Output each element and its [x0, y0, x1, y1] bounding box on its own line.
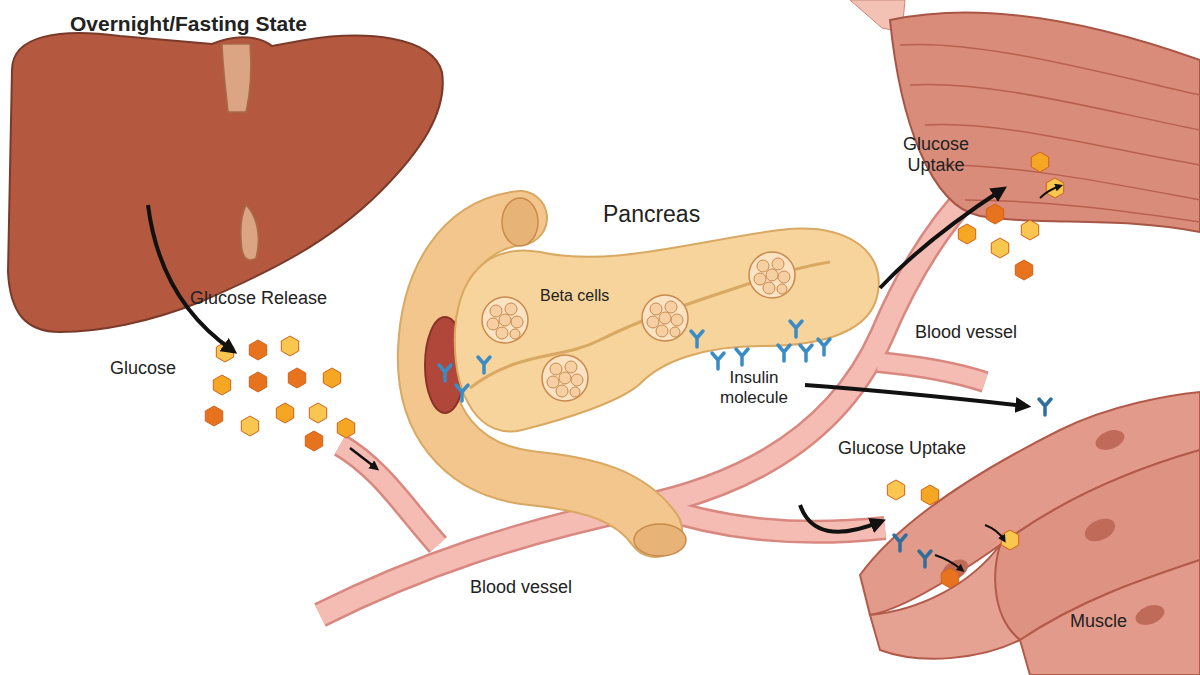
diagram-title: Overnight/Fasting State [70, 12, 307, 37]
blood-vessel-part [340, 445, 438, 545]
insulin-molecules-part [818, 339, 830, 355]
process-label: Glucose Release [190, 288, 327, 309]
pancreas-illustration-part [542, 355, 588, 401]
glucose-molecules-part [288, 368, 305, 388]
liver [8, 33, 443, 332]
pancreas-illustration-part [502, 198, 538, 246]
skeletal-muscle-part [900, 44, 1200, 222]
molecule-label: Insulin molecule [706, 368, 802, 408]
pancreas-illustration-part [642, 295, 688, 341]
glucose-molecules-part [1021, 220, 1038, 240]
blood-vessel-part [650, 505, 885, 532]
flow-arrows-part [1040, 186, 1060, 198]
molecule-label: Glucose [110, 358, 176, 379]
muscle-cells-part [1081, 514, 1118, 546]
pancreas-illustration-part [482, 297, 528, 343]
insulin-molecules [439, 321, 1051, 567]
pancreas-illustration-part [749, 252, 795, 298]
insulin-molecules-part [790, 321, 802, 337]
blood-vessel-part [320, 188, 975, 615]
muscle-cells-part [1133, 601, 1167, 628]
flow-arrows-part [935, 555, 962, 570]
glucose-molecules [205, 152, 1063, 588]
insulin-molecules-part [1039, 399, 1051, 415]
blood-vessel-part [878, 362, 985, 382]
pancreas-organ: PancreasBeta cells [410, 195, 880, 505]
insulin-molecules-part [894, 535, 906, 551]
flow-arrows-part [985, 525, 1004, 540]
glucose-molecules-part [249, 340, 266, 360]
glucose-molecules-part [241, 416, 258, 436]
glucose-molecules-part [305, 431, 322, 451]
glucose-molecules-part [887, 480, 904, 500]
glucose-molecules-part [337, 418, 354, 438]
edge-label: Glucose Uptake [838, 438, 966, 459]
glucose-molecules-part [213, 375, 230, 395]
blood-vessel-part [650, 505, 885, 532]
insulin-molecules-part [919, 551, 931, 567]
skeletal-muscle-part [890, 13, 1200, 232]
flow-arrows-part [148, 205, 232, 350]
flow-arrow [880, 190, 1002, 288]
glucose-molecules-part [323, 368, 340, 388]
liver-part [8, 33, 443, 332]
insulin-molecules-part [456, 385, 468, 401]
muscle-cells: Muscle [880, 395, 1200, 665]
insulin-molecules-part [439, 365, 451, 381]
glucose-molecules-part [309, 403, 326, 423]
blood-vessel-part [320, 188, 975, 615]
organ-name: Pancreas [603, 201, 700, 228]
organ-name: Muscle [1070, 611, 1127, 632]
muscle-cells-part [1020, 560, 1200, 675]
liver-part [222, 44, 251, 112]
vessel-label: Blood vessel [915, 322, 1017, 343]
glucose-molecules-part [205, 406, 222, 426]
muscle-cells [860, 392, 1200, 675]
pancreas-illustration-part [634, 524, 686, 556]
insulin-molecules-part [778, 345, 790, 361]
muscle-cells-part [1093, 426, 1127, 453]
glucose-molecules-part [249, 372, 266, 392]
muscle-cells-part [870, 545, 1020, 659]
insulin-molecules-part [691, 331, 703, 347]
liver-part [241, 205, 259, 260]
muscle-tissue: Glucose Uptake [880, 0, 1200, 190]
blood-vessel-part [340, 445, 438, 545]
glucose-molecules-part [986, 204, 1003, 224]
blood-vessel-part [878, 362, 985, 382]
glucose-molecules-part [941, 568, 958, 588]
glucose-molecules-part [1015, 260, 1032, 280]
flow-arrow [800, 505, 880, 532]
vessel-label: Blood vessel [470, 577, 572, 598]
flow-arrows-part [805, 385, 1025, 406]
insulin-molecules-part [800, 345, 812, 361]
glucose-molecules-part [1031, 152, 1048, 172]
insulin-molecules-part [736, 349, 748, 365]
flow-arrows-part [350, 448, 376, 468]
glucose-molecules-part [276, 403, 293, 423]
pancreas-illustration [425, 198, 879, 556]
cell-label: Beta cells [540, 287, 609, 306]
glucose-molecules-part [281, 336, 298, 356]
glucose-molecules-part [958, 224, 975, 244]
skeletal-muscle [850, 0, 1200, 232]
uptake-heading: Glucose Uptake [884, 134, 988, 176]
glucose-molecules-part [991, 238, 1008, 258]
flow-arrows [148, 186, 1060, 570]
glucose-molecules-part [921, 485, 938, 505]
pancreas-illustration-part [455, 229, 879, 432]
insulin-molecules-part [712, 353, 724, 369]
insulin-molecules-part [478, 357, 490, 373]
